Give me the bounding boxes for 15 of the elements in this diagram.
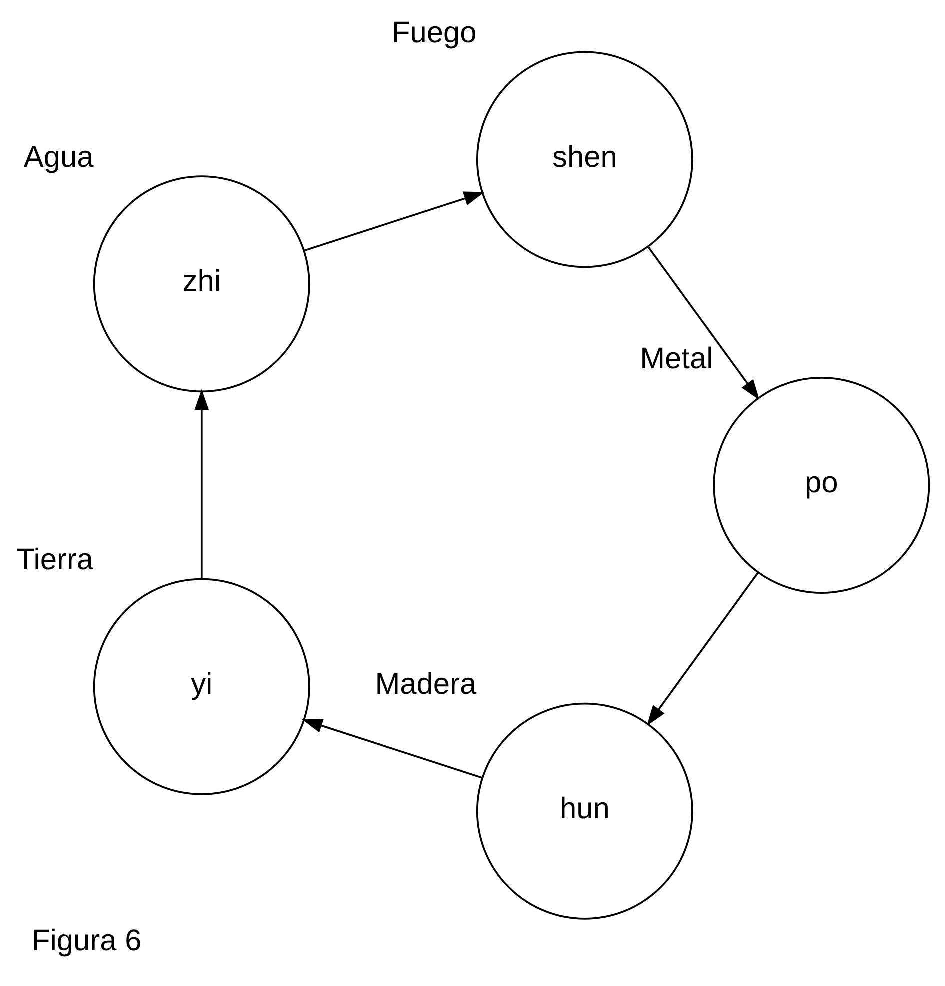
arrow	[646, 572, 759, 726]
node-label: Agua	[24, 140, 94, 174]
arrow	[194, 390, 210, 579]
caption: Figura 6	[32, 924, 142, 958]
arrow	[648, 246, 760, 400]
node-label: Fuego	[392, 16, 477, 50]
node-label: Tierra	[16, 544, 94, 577]
node-circle: shen	[476, 51, 694, 268]
node-circle: hun	[476, 702, 694, 920]
arrow	[304, 192, 485, 252]
node-circle: yi	[93, 578, 310, 796]
arrow	[302, 718, 483, 779]
node-label: Madera	[375, 668, 477, 702]
node-circle: zhi	[93, 176, 310, 393]
node-label: Metal	[640, 342, 714, 376]
